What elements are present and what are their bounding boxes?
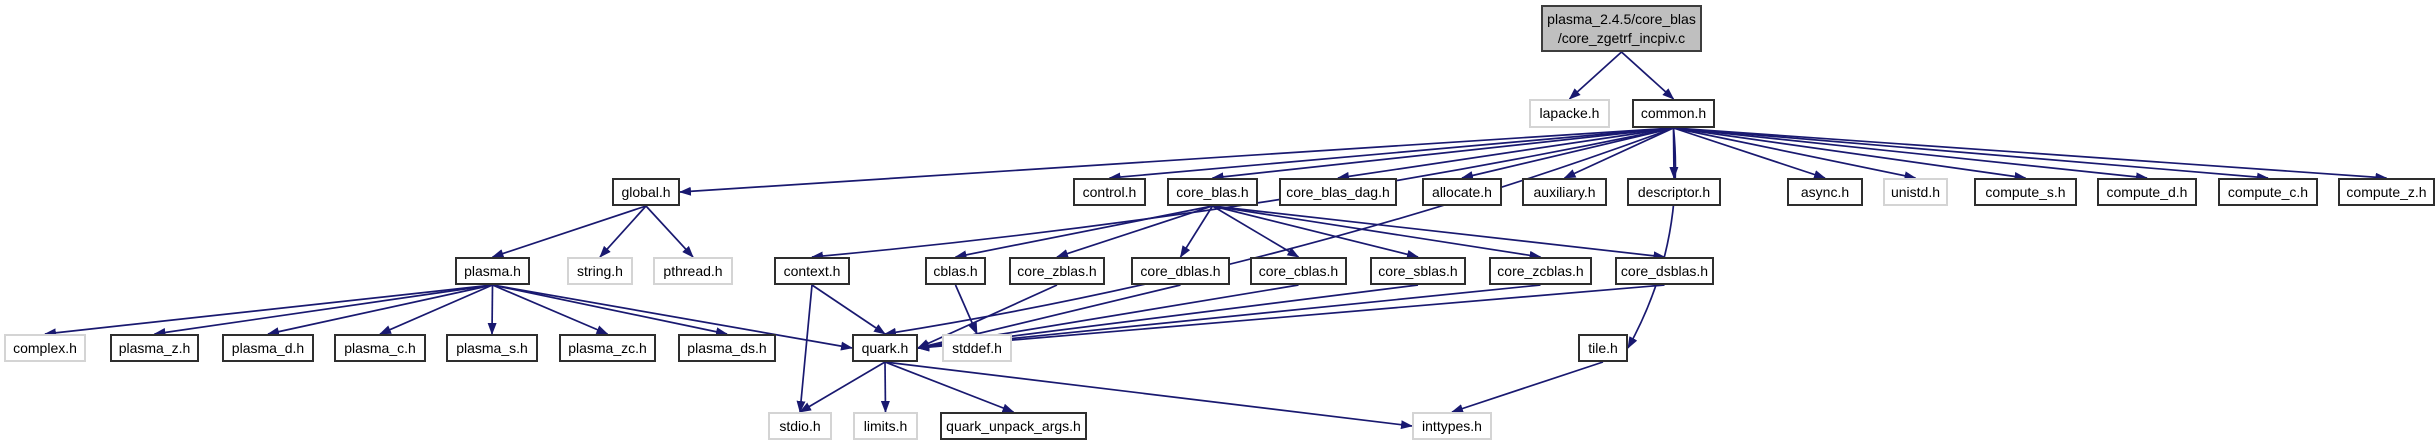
graph-node-compute_d[interactable]: compute_d.h xyxy=(2097,178,2197,206)
graph-node-limits[interactable]: limits.h xyxy=(853,412,918,440)
include-edge-common-to-compute_z xyxy=(1673,127,2388,182)
graph-node-plasma_z[interactable]: plasma_z.h xyxy=(110,334,199,362)
include-edge-plasma-to-plasma_ds xyxy=(492,284,728,337)
include-edge-core_zcblas-to-quark xyxy=(917,284,1541,352)
include-edge-core_blas-to-core_sblas xyxy=(1212,205,1419,259)
include-edge-core_blas-to-core_cblas xyxy=(1212,205,1300,258)
graph-node-control[interactable]: control.h xyxy=(1073,178,1146,206)
include-edge-core_zblas-to-quark xyxy=(917,284,1058,349)
graph-node-quark_unpack_args[interactable]: quark_unpack_args.h xyxy=(940,412,1087,440)
graph-node-compute_c[interactable]: compute_c.h xyxy=(2218,178,2318,206)
graph-node-context[interactable]: context.h xyxy=(774,257,850,285)
graph-node-stddef[interactable]: stddef.h xyxy=(942,334,1012,362)
graph-node-allocate[interactable]: allocate.h xyxy=(1422,178,1502,206)
include-edge-quark-to-stdio xyxy=(799,361,886,413)
include-edge-common-to-compute_c xyxy=(1673,127,2269,182)
include-edge-common-to-compute_s xyxy=(1673,127,2027,181)
include-edge-common-to-quark xyxy=(884,127,1674,337)
include-edge-quark-to-inttypes xyxy=(884,361,1413,430)
graph-node-auxiliary[interactable]: auxiliary.h xyxy=(1522,178,1607,206)
graph-node-core_blas[interactable]: core_blas.h xyxy=(1167,178,1258,206)
include-edge-common-to-control xyxy=(1108,127,1674,182)
graph-node-unistd[interactable]: unistd.h xyxy=(1883,178,1948,206)
graph-node-plasma_c[interactable]: plasma_c.h xyxy=(334,334,426,362)
graph-node-core_blas_dag[interactable]: core_blas_dag.h xyxy=(1279,178,1397,206)
include-edge-common-to-auxiliary xyxy=(1563,127,1674,179)
graph-node-root[interactable]: plasma_2.4.5/core_blas /core_zgetrf_incp… xyxy=(1541,5,1702,52)
include-edge-plasma-to-plasma_zc xyxy=(492,284,609,335)
graph-node-complex[interactable]: complex.h xyxy=(4,334,86,362)
graph-node-string[interactable]: string.h xyxy=(567,257,633,285)
graph-node-compute_z[interactable]: compute_z.h xyxy=(2338,178,2435,206)
include-edge-common-to-tile xyxy=(1627,127,1677,349)
graph-node-plasma_s[interactable]: plasma_s.h xyxy=(446,334,538,362)
include-edge-root-to-lapacke xyxy=(1568,51,1623,100)
include-edge-global-to-pthread xyxy=(645,205,694,258)
graph-node-inttypes[interactable]: inttypes.h xyxy=(1412,412,1492,440)
include-edge-core_blas-to-core_dblas xyxy=(1179,205,1214,258)
include-edge-common-to-core_blas xyxy=(1211,127,1674,182)
graph-node-compute_s[interactable]: compute_s.h xyxy=(1974,178,2077,206)
include-edge-common-to-global xyxy=(679,127,1674,196)
include-edge-root-to-common xyxy=(1620,51,1675,100)
graph-node-plasma_d[interactable]: plasma_d.h xyxy=(222,334,314,362)
include-edge-plasma-to-complex xyxy=(44,284,493,338)
graph-node-common[interactable]: common.h xyxy=(1632,99,1715,128)
include-edge-plasma-to-plasma_s xyxy=(487,284,497,335)
graph-node-core_zblas[interactable]: core_zblas.h xyxy=(1009,257,1105,285)
graph-node-plasma[interactable]: plasma.h xyxy=(455,257,530,285)
include-edge-core_blas-to-core_dsblas xyxy=(1212,205,1666,261)
include-edge-plasma-to-plasma_c xyxy=(379,284,493,335)
include-edge-plasma-to-quark xyxy=(492,284,853,351)
graph-node-cblas[interactable]: cblas.h xyxy=(925,257,986,285)
include-edge-global-to-plasma xyxy=(491,205,647,258)
include-edge-common-to-unistd xyxy=(1673,127,1917,181)
graph-node-lapacke[interactable]: lapacke.h xyxy=(1529,99,1610,128)
include-edge-tile-to-inttypes xyxy=(1451,361,1604,413)
graph-node-descriptor[interactable]: descriptor.h xyxy=(1627,178,1721,206)
include-edge-quark-to-limits xyxy=(880,361,890,413)
graph-node-core_dblas[interactable]: core_dblas.h xyxy=(1131,257,1230,285)
graph-node-core_zcblas[interactable]: core_zcblas.h xyxy=(1489,257,1592,285)
include-edge-core_blas-to-cblas xyxy=(954,205,1213,260)
include-edge-core_blas-to-core_zblas xyxy=(1056,205,1213,258)
include-edge-core_blas-to-core_zcblas xyxy=(1212,205,1542,260)
include-edge-common-to-async xyxy=(1673,127,1826,179)
include-edge-core_dsblas-to-quark xyxy=(917,284,1665,352)
include-edge-context-to-quark xyxy=(811,284,886,335)
graph-node-plasma_ds[interactable]: plasma_ds.h xyxy=(678,334,776,362)
include-edge-common-to-compute_d xyxy=(1673,127,2148,182)
include-edge-common-to-allocate xyxy=(1461,127,1674,180)
graph-node-global[interactable]: global.h xyxy=(612,178,680,206)
include-edge-plasma-to-plasma_d xyxy=(267,284,493,337)
include-edge-global-to-string xyxy=(599,205,647,258)
graph-node-core_cblas[interactable]: core_cblas.h xyxy=(1250,257,1347,285)
include-edge-quark-to-quark_unpack_args xyxy=(884,361,1015,413)
include-edge-cblas-to-stddef xyxy=(954,284,978,335)
include-edge-common-to-core_blas_dag xyxy=(1337,127,1674,181)
include-edge-plasma-to-plasma_z xyxy=(153,284,493,337)
include-edge-context-to-stdio xyxy=(796,284,813,413)
graph-node-async[interactable]: async.h xyxy=(1787,178,1863,206)
graph-node-tile[interactable]: tile.h xyxy=(1578,334,1628,362)
graph-node-stdio[interactable]: stdio.h xyxy=(768,412,832,440)
graph-node-plasma_zc[interactable]: plasma_zc.h xyxy=(559,334,656,362)
graph-node-quark[interactable]: quark.h xyxy=(852,334,918,362)
graph-node-core_sblas[interactable]: core_sblas.h xyxy=(1370,257,1466,285)
graph-node-core_dsblas[interactable]: core_dsblas.h xyxy=(1615,257,1714,285)
graph-node-pthread[interactable]: pthread.h xyxy=(653,257,733,285)
